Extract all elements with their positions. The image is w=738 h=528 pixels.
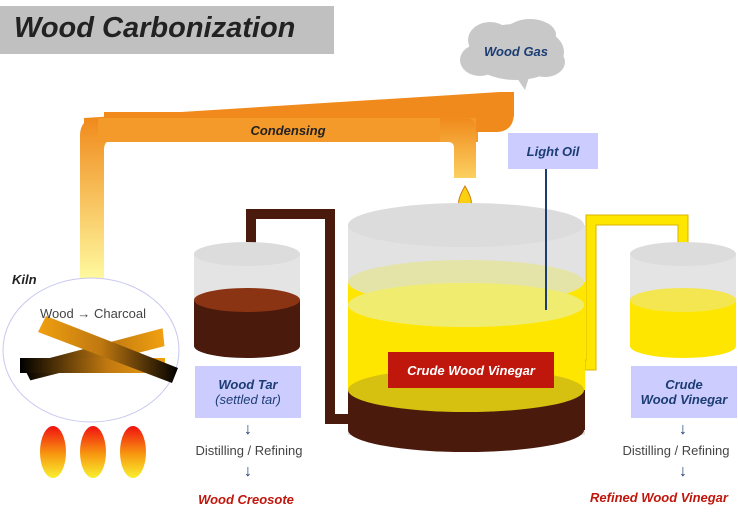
wood-tar-subtitle: (settled tar) <box>215 392 281 407</box>
crude-vinegar-tank-small <box>630 242 736 358</box>
wood-sticks-icon <box>20 316 178 383</box>
wood-tar-step: Distilling / Refining <box>195 443 303 458</box>
wood-gas-cloud <box>460 19 565 90</box>
condensing-pipe <box>80 92 514 280</box>
crude-vinegar-step: Distilling / Refining <box>622 443 730 458</box>
crude-wood-vinegar-tank-label: Crude Wood Vinegar <box>388 352 554 388</box>
flame-icon <box>80 426 106 478</box>
title-bar <box>0 6 334 54</box>
wood-tar-box: Wood Tar (settled tar) <box>195 366 301 418</box>
tar-pipe <box>246 209 355 424</box>
flame-icon <box>40 426 66 478</box>
wood-tar-title: Wood Tar <box>218 377 278 392</box>
flame-icon <box>120 426 146 478</box>
down-arrow-icon: ↓ <box>679 421 687 438</box>
down-arrow-icon: ↓ <box>244 421 252 438</box>
kiln-process-label: Wood → Charcoal <box>40 306 146 321</box>
crude-wood-vinegar-tank <box>348 203 585 452</box>
kiln-label: Kiln <box>12 272 37 287</box>
condensing-label: Condensing <box>250 123 326 138</box>
refined-wood-vinegar-result: Refined Wood Vinegar <box>590 490 728 505</box>
crude-vinegar-box: Crude Wood Vinegar <box>631 366 737 418</box>
page-title: Wood Carbonization <box>14 12 296 44</box>
down-arrow-icon: ↓ <box>679 463 687 480</box>
light-oil-label: Light Oil <box>526 143 580 159</box>
down-arrow-icon: ↓ <box>244 463 252 480</box>
wood-creosote-result: Wood Creosote <box>198 492 294 507</box>
wood-tar-tank <box>194 242 300 358</box>
crude-vinegar-title-2: Wood Vinegar <box>640 392 728 407</box>
light-oil-box: Light Oil <box>508 133 598 169</box>
wood-gas-label: Wood Gas <box>483 44 549 59</box>
crude-vinegar-title-1: Crude <box>665 377 703 392</box>
